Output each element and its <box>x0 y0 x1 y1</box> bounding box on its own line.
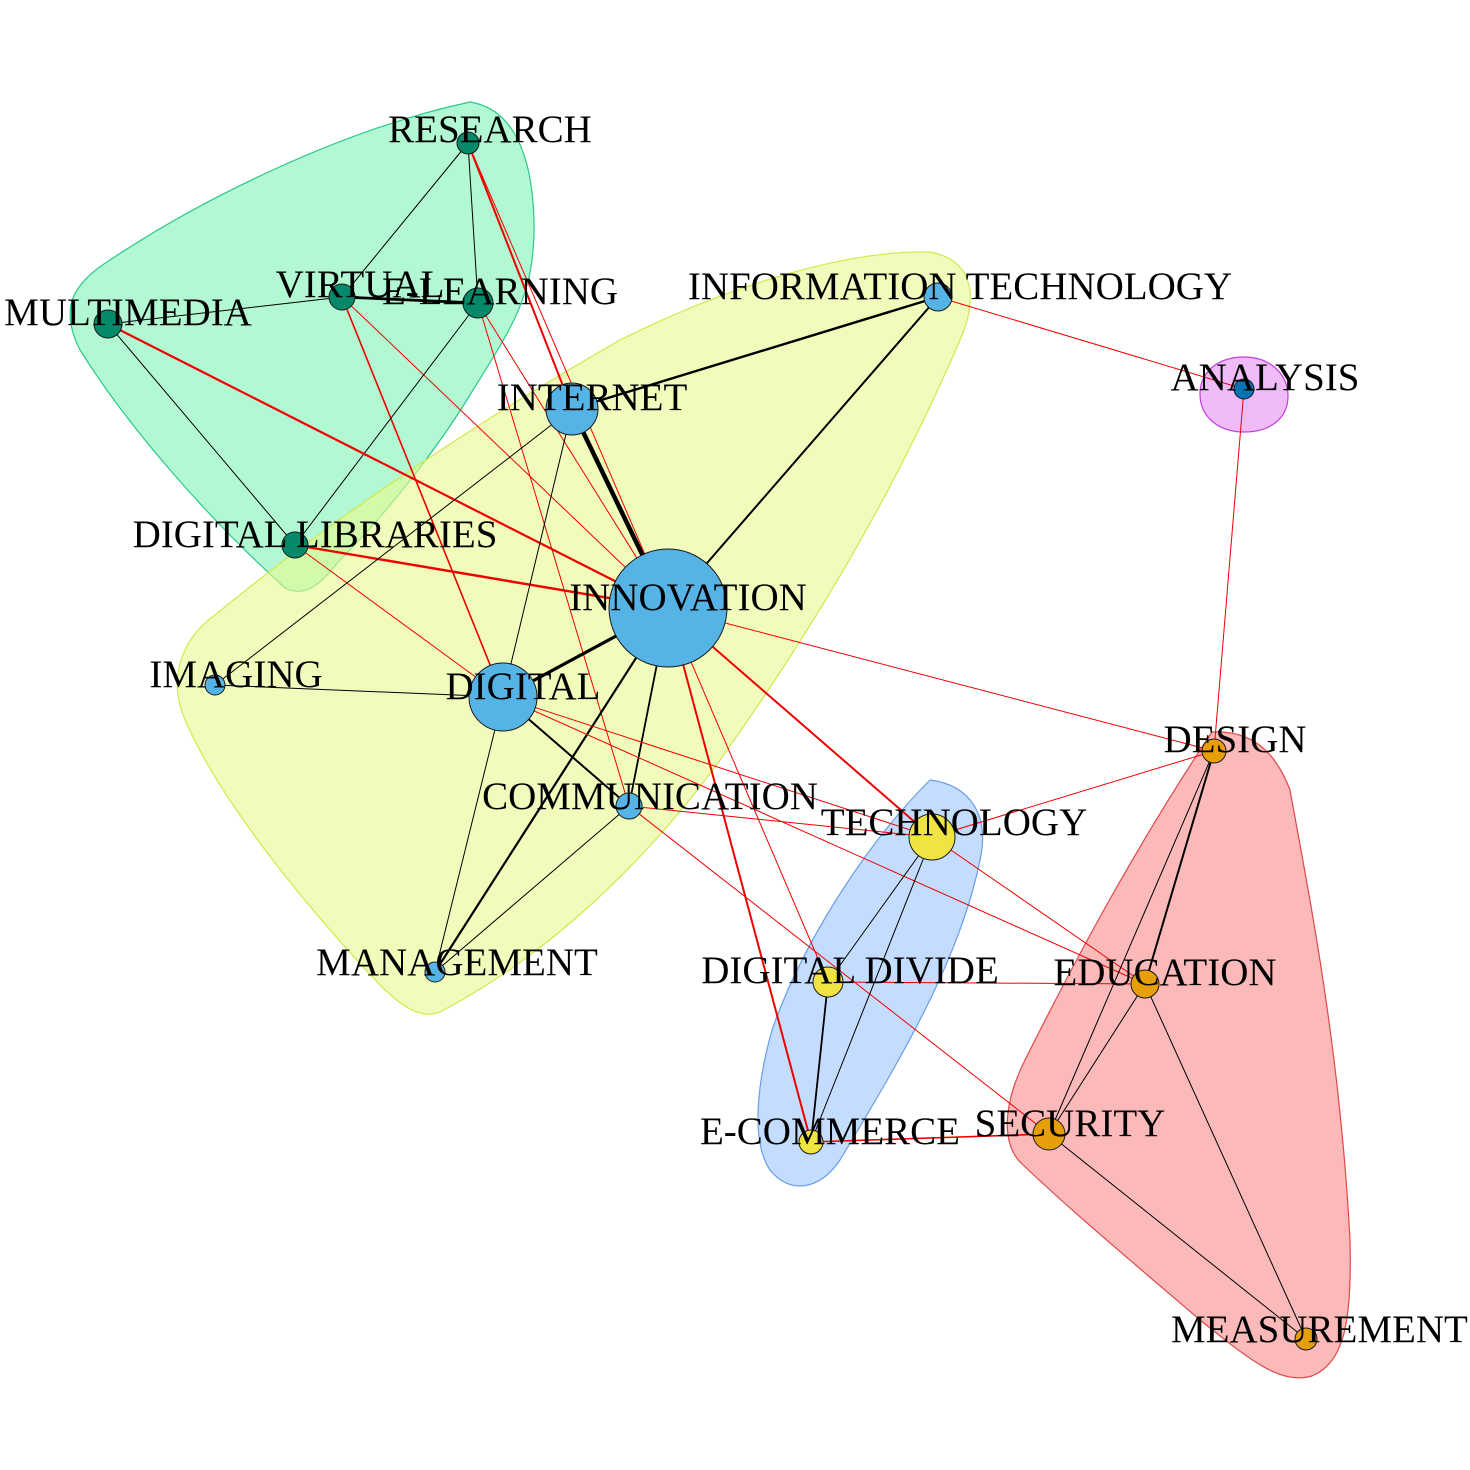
edge-research-internet <box>467 142 573 410</box>
node-label-research: RESEARCH <box>388 108 592 151</box>
edge-digital-technology <box>502 696 933 838</box>
node-label-digital-libraries: DIGITAL LIBRARIES <box>133 513 498 556</box>
edge-communication-management <box>434 805 630 973</box>
edge-education-measurement <box>1144 983 1307 1340</box>
node-label-analysis: ANALYSIS <box>1171 356 1360 399</box>
node-label-digital: DIGITAL <box>446 665 601 708</box>
node-label-information-technology: INFORMATION TECHNOLOGY <box>688 265 1232 308</box>
edge-technology-design <box>931 750 1215 838</box>
edge-elearning-digital_libraries <box>294 302 479 546</box>
node-analysis <box>1233 378 1255 400</box>
node-information-technology <box>923 282 953 312</box>
edge-innovation-management <box>434 607 669 973</box>
node-label-measurement: MEASUREMENT <box>1171 1308 1468 1351</box>
edge-communication-security <box>628 805 1050 1135</box>
node-label-ecommerce: E-COMMERCE <box>700 1110 960 1153</box>
cluster-hull-yellow <box>176 251 971 1015</box>
edge-virtual-digital <box>341 296 504 698</box>
node-label-education: EDUCATION <box>1053 951 1276 994</box>
edge-research-elearning <box>467 142 479 304</box>
node-research <box>456 131 480 155</box>
node-label-design: DESIGN <box>1164 718 1307 761</box>
node-label-internet: INTERNET <box>497 376 688 419</box>
edge-digital_divide-education <box>827 981 1146 985</box>
edge-design-education <box>1144 750 1215 985</box>
edge-information_technology-internet <box>571 295 939 411</box>
cluster-hull-red <box>1006 731 1351 1379</box>
node-label-security: SECURITY <box>975 1102 1166 1145</box>
cluster-hull-blue <box>757 779 984 1187</box>
node-label-multimedia: MULTIMEDIA <box>4 291 252 334</box>
node-label-innovation: INNOVATION <box>569 576 807 619</box>
node-label-digital-divide: DIGITAL DIVIDE <box>701 949 999 992</box>
edge-virtual-innovation <box>341 296 669 609</box>
edge-multimedia-innovation <box>107 323 669 609</box>
node-internet <box>545 382 599 436</box>
node-label-communication: COMMUNICATION <box>482 775 818 818</box>
node-label-virtual: VIRTUAL <box>276 263 445 306</box>
edge-elearning-innovation <box>477 302 669 609</box>
edge-research-virtual <box>341 142 469 298</box>
node-management <box>424 961 446 983</box>
edge-elearning-communication <box>477 302 630 807</box>
node-label-management: MANAGEMENT <box>316 941 598 984</box>
edge-digital_libraries-innovation <box>294 543 669 610</box>
node-design <box>1201 738 1227 764</box>
edge-digital-education <box>502 696 1146 985</box>
edge-analysis-design <box>1213 388 1245 752</box>
edge-design-security <box>1048 750 1215 1135</box>
node-digital-libraries <box>281 531 309 559</box>
node-label-technology: TECHNOLOGY <box>821 801 1087 844</box>
edge-virtual-multimedia <box>107 296 343 325</box>
node-label-imaging: IMAGING <box>149 653 322 696</box>
cluster-hulls <box>69 101 1351 1379</box>
node-virtual <box>328 283 356 311</box>
node-label-elearning: E-LEARNING <box>382 270 618 313</box>
edge-information_technology-innovation <box>667 296 939 609</box>
node-imaging <box>204 674 226 696</box>
edge-ecommerce-security <box>810 1133 1050 1143</box>
node-elearning <box>462 287 494 319</box>
edge-technology-ecommerce <box>810 836 933 1143</box>
edge-virtual-elearning <box>341 295 479 305</box>
edge-digital_divide-ecommerce <box>810 981 829 1143</box>
edge-security-measurement <box>1048 1133 1307 1340</box>
edge-information_technology-analysis <box>937 296 1245 390</box>
node-digital <box>468 662 538 732</box>
edge-internet-digital <box>502 408 573 698</box>
edge-education-security <box>1048 983 1146 1135</box>
edge-technology-digital_divide <box>827 836 933 983</box>
edge-technology-education <box>931 836 1146 985</box>
node-digital-divide <box>812 966 844 998</box>
node-multimedia <box>93 309 123 339</box>
edge-communication-technology <box>628 805 933 838</box>
node-communication <box>615 792 643 820</box>
edge-multimedia-digital_libraries <box>107 323 296 546</box>
edge-digital-management <box>434 696 504 973</box>
node-innovation <box>608 548 728 668</box>
edge-internet-imaging <box>214 408 573 686</box>
edge-innovation-ecommerce <box>667 607 812 1143</box>
edge-imaging-digital <box>214 684 504 698</box>
node-measurement <box>1294 1327 1318 1351</box>
node-security <box>1032 1117 1066 1151</box>
edge-innovation-design <box>667 607 1215 752</box>
node-ecommerce <box>798 1129 824 1155</box>
edge-research-innovation <box>467 142 669 609</box>
nodes <box>93 131 1318 1351</box>
node-technology <box>908 813 956 861</box>
edge-digital_libraries-digital <box>294 544 504 698</box>
node-education <box>1130 969 1160 999</box>
edge-innovation-digital_divide <box>667 607 829 983</box>
